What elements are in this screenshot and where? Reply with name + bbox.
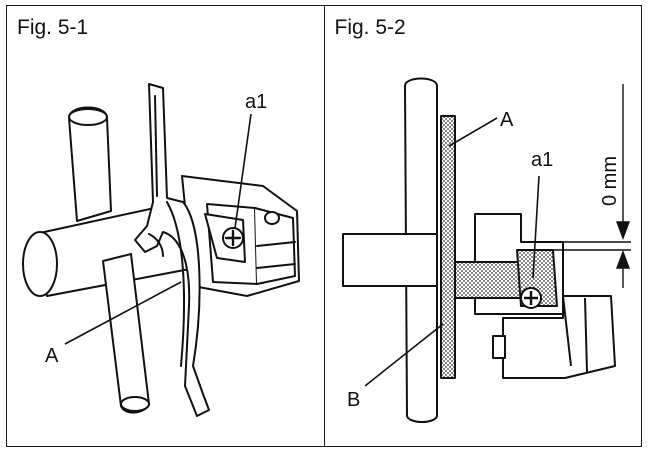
label-a1: a1 [531, 149, 553, 171]
figure-5-2-drawing: A a1 B 0 mm [341, 77, 631, 423]
label-A: A [45, 345, 59, 367]
figure-5-1-drawing: a1 A [22, 83, 300, 417]
figure-panel-5-2: Fig. 5-2 [323, 5, 642, 447]
figure-frame: Fig. 5-1 [6, 5, 642, 447]
label-A: A [500, 109, 514, 131]
label-B: B [347, 389, 360, 411]
vertical-shaft-top-cap [68, 108, 108, 126]
figure-title: Fig. 5-1 [17, 16, 89, 39]
horizontal-shaft [341, 233, 438, 287]
dimension-label: 0 mm [599, 156, 621, 206]
part-a-blade [134, 83, 210, 417]
part-a-plate [439, 115, 456, 379]
figure-title: Fig. 5-2 [334, 16, 406, 39]
horizontal-shaft-end [22, 231, 58, 297]
figure-panel-5-1: Fig. 5-1 [6, 5, 325, 447]
label-a1: a1 [245, 91, 267, 113]
